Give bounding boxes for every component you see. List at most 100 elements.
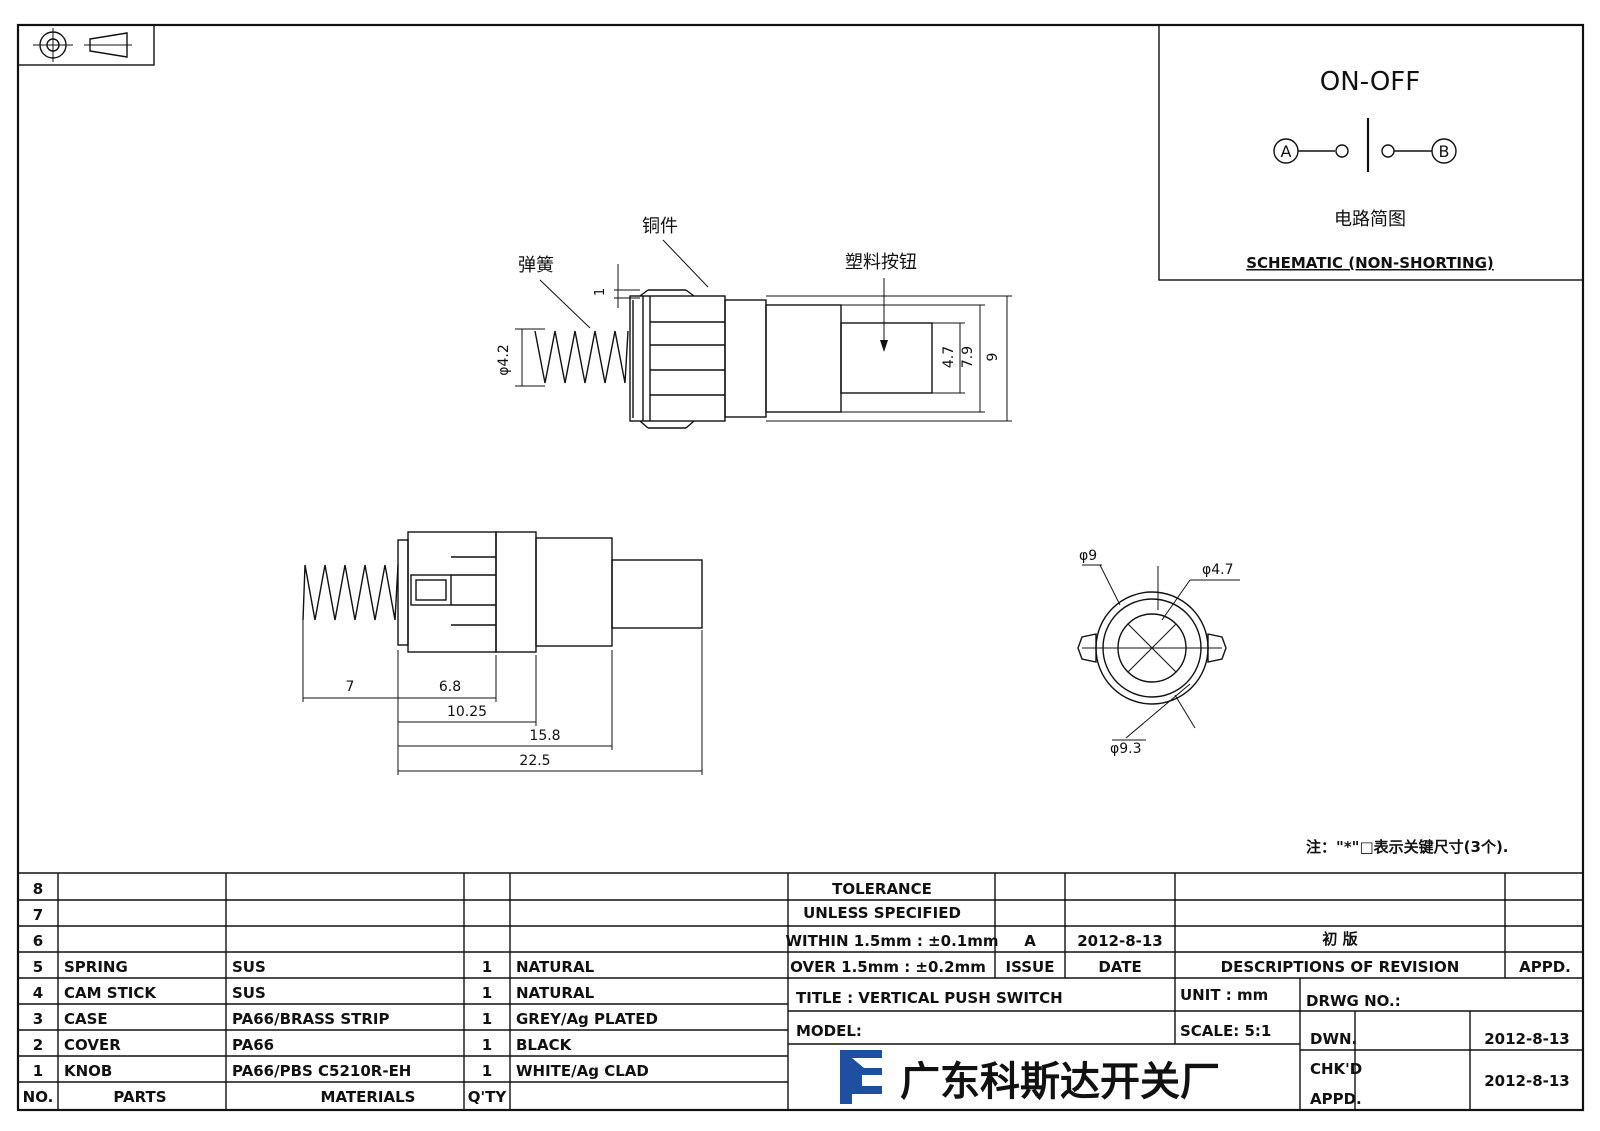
issue-header: ISSUE bbox=[1006, 958, 1055, 976]
model-label: MODEL: bbox=[796, 1022, 862, 1040]
dim-7: 7 bbox=[346, 679, 355, 695]
dwn-label: DWN. bbox=[1310, 1030, 1357, 1048]
company-logo-icon bbox=[840, 1050, 882, 1104]
dim-1: 1 bbox=[593, 288, 608, 296]
bom-qty: 1 bbox=[482, 1062, 492, 1080]
bom-part: CASE bbox=[64, 1010, 108, 1028]
knob-base bbox=[765, 304, 842, 413]
dim-phi4-7: φ4.7 bbox=[1202, 562, 1234, 578]
bom-qty: 1 bbox=[482, 1036, 492, 1054]
bom-header-materials: MATERIALS bbox=[321, 1088, 416, 1106]
dim-spring-dia: φ4.2 bbox=[496, 344, 512, 376]
bom-no: 3 bbox=[33, 1010, 43, 1028]
dim-6-8: 6.8 bbox=[439, 679, 461, 695]
tolerance-line3: WITHIN 1.5mm : ±0.1mm bbox=[786, 932, 999, 950]
unit-label: UNIT : mm bbox=[1180, 986, 1268, 1004]
cover-body bbox=[724, 299, 767, 418]
title-block: TITLE : VERTICAL PUSH SWITCH MODEL: UNIT… bbox=[796, 986, 1570, 1108]
bom-finish: GREY/Ag PLATED bbox=[516, 1010, 658, 1028]
label-spring: 弹簧 bbox=[518, 255, 554, 276]
bom-material: SUS bbox=[232, 984, 266, 1002]
date-header: DATE bbox=[1098, 958, 1141, 976]
dim-7-9: 7.9 bbox=[960, 346, 976, 368]
dwn-date: 2012-8-13 bbox=[1484, 1030, 1570, 1048]
terminal-a-label: A bbox=[1281, 142, 1292, 161]
appd-header: APPD. bbox=[1519, 958, 1571, 976]
dim-9: 9 bbox=[985, 353, 1001, 362]
knob-stem bbox=[840, 322, 933, 394]
bom-no: 8 bbox=[33, 880, 43, 898]
front-case bbox=[407, 531, 497, 653]
dim-phi9: φ9 bbox=[1079, 548, 1097, 564]
bom-rows: 8 7 6 5 SPRING SUS 1 NATURAL 4 CAM STICK… bbox=[23, 880, 658, 1106]
revision-block: A 2012-8-13 初 版 ISSUE DATE DESCRIPTIONS … bbox=[1006, 930, 1571, 976]
tolerance-line2: UNLESS SPECIFIED bbox=[803, 904, 961, 922]
side-view: φ4.2 铜件 弹簧 塑料按钮 1 bbox=[496, 216, 1012, 429]
bom-qty: 1 bbox=[482, 1010, 492, 1028]
bom-no: 5 bbox=[33, 958, 43, 976]
chkd-label: CHK'D bbox=[1310, 1060, 1362, 1078]
bom-header-no: NO. bbox=[23, 1088, 54, 1106]
bom-part: CAM STICK bbox=[64, 984, 157, 1002]
appd-label: APPD. bbox=[1310, 1090, 1362, 1108]
front-spring-shape bbox=[302, 564, 399, 621]
bom-header-qty: Q'TY bbox=[468, 1088, 508, 1106]
front-knob-base bbox=[535, 537, 613, 647]
bom-finish: NATURAL bbox=[516, 958, 595, 976]
dim-22-5: 22.5 bbox=[519, 753, 550, 769]
bom-part: KNOB bbox=[64, 1062, 112, 1080]
bom-header-parts: PARTS bbox=[113, 1088, 166, 1106]
drawing-border bbox=[16, 23, 1585, 1112]
bom-no: 2 bbox=[33, 1036, 43, 1054]
schematic-caption-cn: 电路简图 bbox=[1334, 209, 1406, 230]
copper-housing bbox=[629, 295, 726, 422]
bom-material: PA66 bbox=[232, 1036, 274, 1054]
drwg-no-label: DRWG NO.: bbox=[1306, 992, 1401, 1010]
bom-no: 4 bbox=[33, 984, 43, 1002]
bom-finish: WHITE/Ag CLAD bbox=[516, 1062, 649, 1080]
bom-material: PA66/PBS C5210R-EH bbox=[232, 1062, 411, 1080]
company-name: 广东科斯达开关厂 bbox=[900, 1059, 1220, 1105]
bom-qty: 1 bbox=[482, 958, 492, 976]
label-knob: 塑料按钮 bbox=[845, 252, 917, 273]
schematic-panel: ON-OFF A B 电路简图 SCHEMATIC (NON-SHORTING) bbox=[1158, 24, 1584, 281]
bom-table bbox=[18, 872, 1583, 1110]
bom-qty: 1 bbox=[482, 984, 492, 1002]
bom-material: SUS bbox=[232, 958, 266, 976]
tolerance-line4: OVER 1.5mm : ±0.2mm bbox=[790, 958, 986, 976]
bom-part: SPRING bbox=[64, 958, 128, 976]
schematic-caption-en: SCHEMATIC (NON-SHORTING) bbox=[1246, 254, 1494, 272]
bom-finish: BLACK bbox=[516, 1036, 573, 1054]
end-view: φ9 φ4.7 φ9.3 bbox=[1077, 548, 1240, 757]
terminal-b-label: B bbox=[1439, 142, 1450, 161]
bom-no: 6 bbox=[33, 932, 43, 950]
title-text: TITLE : VERTICAL PUSH SWITCH bbox=[796, 989, 1063, 1007]
bom-finish: NATURAL bbox=[516, 984, 595, 1002]
schematic-title: ON-OFF bbox=[1320, 67, 1420, 97]
scale-label: SCALE: 5:1 bbox=[1180, 1022, 1271, 1040]
terminal-b-circle bbox=[1431, 138, 1457, 164]
projection-symbol-icon bbox=[17, 24, 155, 66]
bom-part: COVER bbox=[64, 1036, 121, 1054]
dim-10-25: 10.25 bbox=[447, 704, 487, 720]
tolerance-block: TOLERANCE UNLESS SPECIFIED WITHIN 1.5mm … bbox=[786, 880, 999, 976]
key-dimension-note: 注："*"□表示关键尺寸(3个). bbox=[1306, 838, 1509, 856]
spring-shape bbox=[534, 330, 629, 384]
chk-date: 2012-8-13 bbox=[1484, 1072, 1570, 1090]
revision-issue: A bbox=[1024, 932, 1036, 950]
tolerance-line1: TOLERANCE bbox=[832, 880, 932, 898]
dim-4-7: 4.7 bbox=[941, 346, 957, 368]
bom-material: PA66/BRASS STRIP bbox=[232, 1010, 390, 1028]
front-window bbox=[410, 574, 452, 606]
revision-description: 初 版 bbox=[1322, 930, 1357, 948]
dim-15-8: 15.8 bbox=[529, 728, 560, 744]
bom-no: 1 bbox=[33, 1062, 43, 1080]
dim-phi9-3: φ9.3 bbox=[1110, 741, 1142, 757]
front-view: 7 6.8 10.25 15.8 22.5 bbox=[302, 531, 703, 775]
label-copper: 铜件 bbox=[642, 216, 678, 237]
description-header: DESCRIPTIONS OF REVISION bbox=[1221, 958, 1460, 976]
revision-date: 2012-8-13 bbox=[1077, 932, 1163, 950]
bom-no: 7 bbox=[33, 906, 43, 924]
front-knob-stem bbox=[611, 559, 703, 629]
